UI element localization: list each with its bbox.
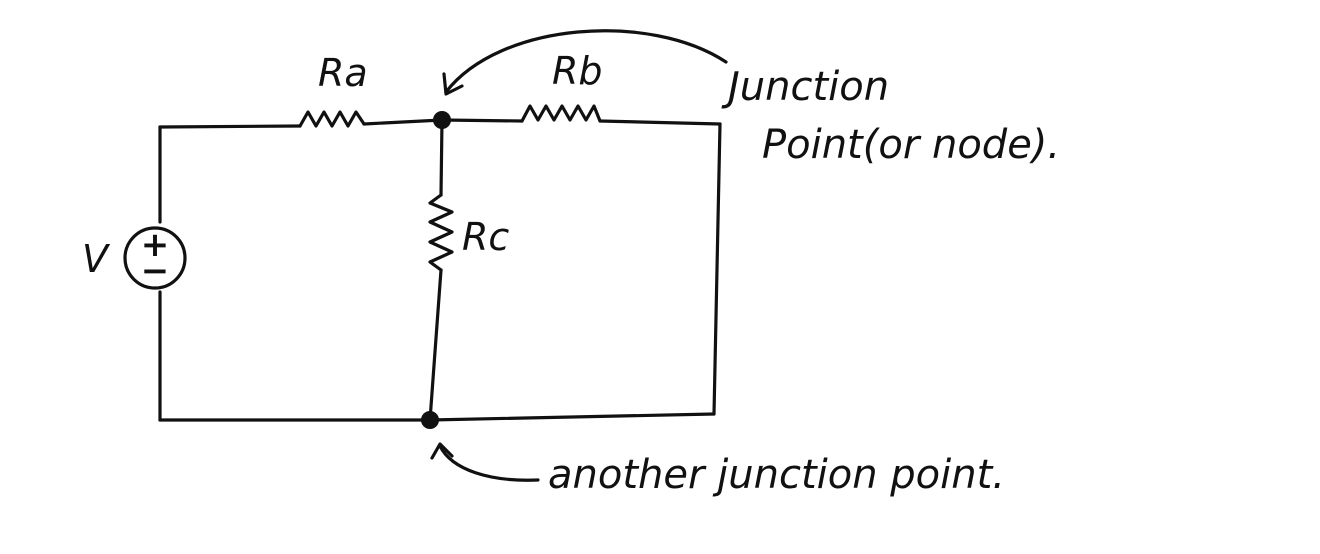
arrowhead-top [442,72,464,96]
wire-middle-top [439,118,444,197]
arrow-to-top-junction [444,29,728,94]
wire-right [712,122,722,416]
source-minus-sign: − [141,251,170,291]
resistor-rb [520,104,602,123]
wire-bottom-right [428,412,716,422]
label-rb: Rb [552,49,603,93]
junction-node-top [433,111,451,129]
annotation-junction-line2: Point(or node). [762,122,1060,168]
source-plus-sign: + [141,225,170,265]
arrow-to-bottom-junction [438,444,540,482]
arrowhead-bottom [430,442,454,460]
voltage-source [123,226,187,290]
annotation-another-junction: another junction point. [548,452,1005,498]
wire-top-right-a [440,118,524,123]
wire-top-mid [362,118,444,126]
annotation-junction-line1: Junction [721,64,889,110]
junction-node-bottom [421,411,439,429]
label-ra: Ra [318,51,368,95]
resistor-ra [298,110,366,128]
resistor-rc [428,193,454,272]
label-voltage: V [82,237,111,281]
wire-top-left [158,124,302,129]
wire-middle-bottom [428,268,443,422]
label-rc: Rc [462,215,509,259]
wire-top-right-b [598,119,722,126]
